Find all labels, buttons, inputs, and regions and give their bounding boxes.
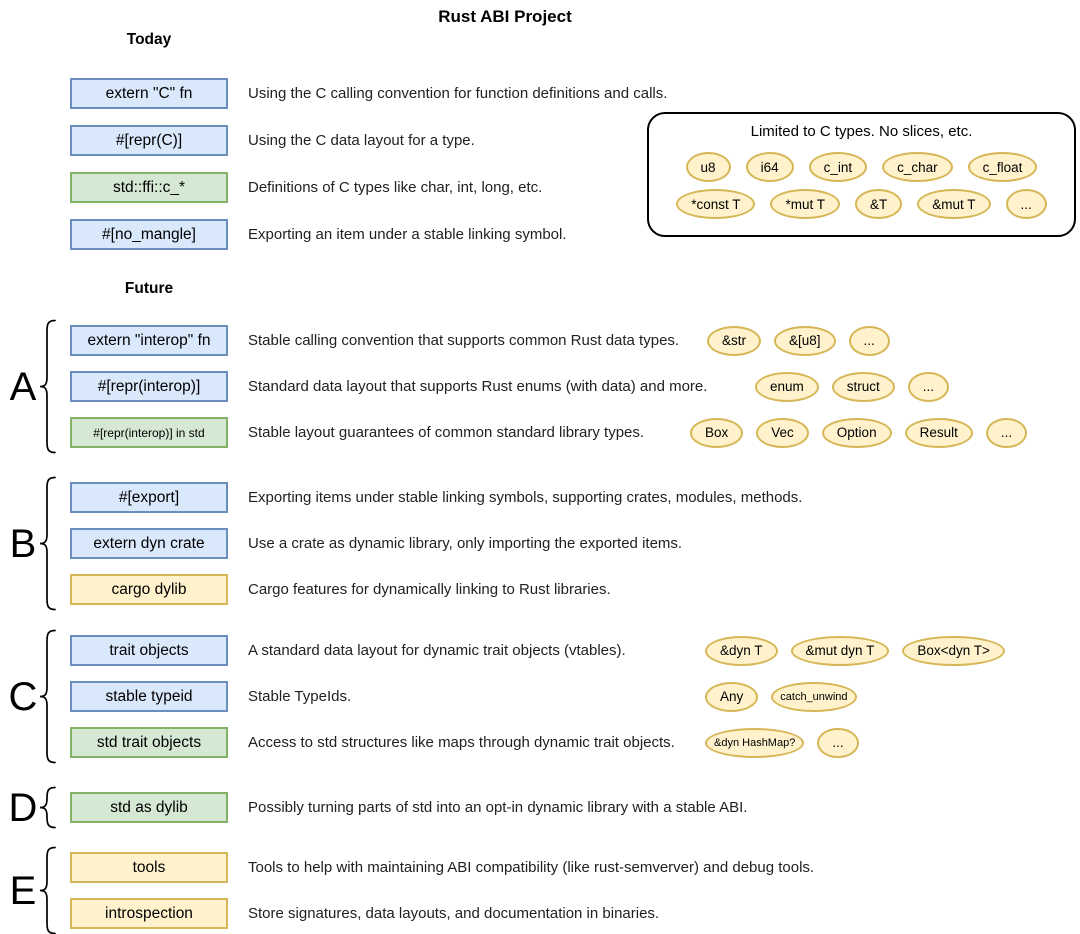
type-ellipse-item: ... xyxy=(848,325,890,356)
node-extern-dyn-crate: extern dyn crate xyxy=(70,528,228,559)
row-description: Using the C data layout for a type. xyxy=(248,132,475,149)
type-ellipse-dyn-t: &dyn T xyxy=(705,635,778,666)
type-ellipse-box: Box xyxy=(690,417,744,448)
group-letter-e: E xyxy=(9,868,37,913)
node-extern-c-fn: extern "C" fn xyxy=(70,78,228,109)
type-ellipse-mut-t: *mut T xyxy=(770,189,840,219)
row-type-ellipses: &dyn T&mut dyn T Box<dyn T> xyxy=(705,635,1005,666)
type-ellipse-option: Option xyxy=(821,417,892,448)
group-bracket-b xyxy=(39,476,56,611)
future-row-repr-interop: #[repr(interop)] Standard data layout tha… xyxy=(0,371,1080,402)
group-bracket-d xyxy=(39,786,56,829)
row-type-ellipses: &dyn HashMap?... xyxy=(705,727,859,758)
row-description: Stable TypeIds. xyxy=(248,688,352,705)
row-description: Standard data layout that supports Rust … xyxy=(248,378,708,395)
row-description: Using the C calling convention for funct… xyxy=(248,85,668,102)
future-row-extern-interop-fn: extern "interop" fn Stable calling conven… xyxy=(0,325,1080,356)
row-description: Use a crate as dynamic library, only imp… xyxy=(248,535,683,552)
node-tools: tools xyxy=(70,852,228,883)
node-repr-c: #[repr(C)] xyxy=(70,125,228,156)
type-ellipse-item: ... xyxy=(1005,189,1047,219)
future-row-std-as-dylib: std as dylib Possibly turning parts of st… xyxy=(0,792,1080,823)
row-description: Exporting items under stable linking sym… xyxy=(248,489,803,506)
row-description: Exporting an item under a stable linking… xyxy=(248,226,567,243)
future-row-stable-typeid: stable typeid Stable TypeIds. Any catch_unw… xyxy=(0,681,1080,712)
type-ellipse-const-t: *const T xyxy=(676,189,756,219)
type-ellipse-mut-dyn-t: &mut dyn T xyxy=(790,635,890,666)
today-row-std-ffi-c: std::ffi::c_* Definitions of C types like… xyxy=(0,172,1080,203)
row-description: Access to std structures like maps throu… xyxy=(248,734,675,751)
future-row-std-trait-objects: std trait objects Access to std structure… xyxy=(0,727,1080,758)
c-types-panel: Limited to C types. No slices, etc. u8 i6… xyxy=(647,112,1076,237)
row-description: Store signatures, data layouts, and docu… xyxy=(248,905,660,922)
node-stable-typeid: stable typeid xyxy=(70,681,228,712)
type-ellipse-catch-unwind: catch_unwind xyxy=(771,681,857,712)
node-std-trait-objects: std trait objects xyxy=(70,727,228,758)
node-repr-interop: #[repr(interop)] xyxy=(70,371,228,402)
type-ellipse-t: &T xyxy=(855,189,903,219)
page-title: Rust ABI Project xyxy=(438,7,572,26)
type-ellipse-mut-t: &mut T xyxy=(917,189,991,219)
type-ellipse-enum: enum xyxy=(755,371,819,402)
row-type-ellipses: Any catch_unwind xyxy=(705,681,857,712)
group-letter-b: B xyxy=(9,521,37,566)
future-row-introspection: introspection Store signatures, data layo… xyxy=(0,898,1080,929)
type-ellipse-any: Any xyxy=(705,681,759,712)
future-row-export: #[export] Exporting items under stable li… xyxy=(0,482,1080,513)
future-row-cargo-dylib: cargo dylib Cargo features for dynamicall… xyxy=(0,574,1080,605)
c-types-panel-label: Limited to C types. No slices, etc. xyxy=(750,123,973,140)
row-description: Definitions of C types like char, int, l… xyxy=(248,179,543,196)
future-row-repr-interop-in-std: #[repr(interop)] in std Stable layout gua… xyxy=(0,417,1080,448)
type-ellipse-u8: u8 xyxy=(685,152,731,182)
type-ellipse-struct: struct xyxy=(831,371,895,402)
type-ellipse-item: ... xyxy=(907,371,950,402)
node-extern-interop-fn: extern "interop" fn xyxy=(70,325,228,356)
today-row-no-mangle: #[no_mangle] Exporting an item under a st… xyxy=(0,219,1080,250)
group-letter-a: A xyxy=(9,364,37,409)
group-bracket-c xyxy=(39,629,56,764)
type-ellipse-str: &str xyxy=(707,325,762,356)
group-letter-c: C xyxy=(8,674,38,719)
node-introspection: introspection xyxy=(70,898,228,929)
type-ellipse-vec: Vec xyxy=(756,417,809,448)
future-row-trait-objects: trait objects A standard data layout for … xyxy=(0,635,1080,666)
future-row-tools: tools Tools to help with maintaining ABI … xyxy=(0,852,1080,883)
type-ellipse-item: ... xyxy=(985,417,1028,448)
c-types-row-1: u8 i64 c_int c_char c_float xyxy=(649,152,1074,182)
node-std-as-dylib: std as dylib xyxy=(70,792,228,823)
row-description: Cargo features for dynamically linking t… xyxy=(248,581,611,598)
type-ellipse-dyn-hashmap: &dyn HashMap? xyxy=(705,727,805,758)
row-type-ellipses: Box Vec Option Result... xyxy=(690,417,1028,448)
today-row-extern-c-fn: extern "C" fn Using the C calling convent… xyxy=(0,78,1080,109)
node-no-mangle: #[no_mangle] xyxy=(70,219,228,250)
node-export: #[export] xyxy=(70,482,228,513)
type-ellipse-result: Result xyxy=(904,417,973,448)
row-description: Tools to help with maintaining ABI compa… xyxy=(248,859,815,876)
type-ellipse-u8: &[u8] xyxy=(774,325,836,356)
row-type-ellipses: &str &[u8]... xyxy=(707,325,890,356)
node-trait-objects: trait objects xyxy=(70,635,228,666)
row-description: Stable calling convention that supports … xyxy=(248,332,680,349)
node-cargo-dylib: cargo dylib xyxy=(70,574,228,605)
node-std-ffi-c: std::ffi::c_* xyxy=(70,172,228,203)
group-bracket-e xyxy=(39,846,56,934)
group-bracket-a xyxy=(39,319,56,454)
c-types-row-2: *const T *mut T&T&mut T... xyxy=(649,189,1074,219)
type-ellipse-c-int: c_int xyxy=(808,152,868,182)
row-description: A standard data layout for dynamic trait… xyxy=(248,642,626,659)
future-row-extern-dyn-crate: extern dyn crate Use a crate as dynamic l… xyxy=(0,528,1080,559)
type-ellipse-c-char: c_char xyxy=(882,152,953,182)
row-description: Possibly turning parts of std into an op… xyxy=(248,799,748,816)
future-heading: Future xyxy=(124,280,174,297)
row-type-ellipses: enum struct... xyxy=(755,371,950,402)
type-ellipse-item: ... xyxy=(817,727,859,758)
node-repr-interop-in-std: #[repr(interop)] in std xyxy=(70,417,228,448)
today-heading: Today xyxy=(126,31,172,48)
today-row-repr-c: #[repr(C)] Using the C data layout for a … xyxy=(0,125,1080,156)
row-description: Stable layout guarantees of common stand… xyxy=(248,424,645,441)
type-ellipse-box-dyn-t: Box<dyn T> xyxy=(902,635,1005,666)
type-ellipse-i64: i64 xyxy=(745,152,794,182)
group-letter-d: D xyxy=(8,785,38,830)
type-ellipse-c-float: c_float xyxy=(967,152,1038,182)
